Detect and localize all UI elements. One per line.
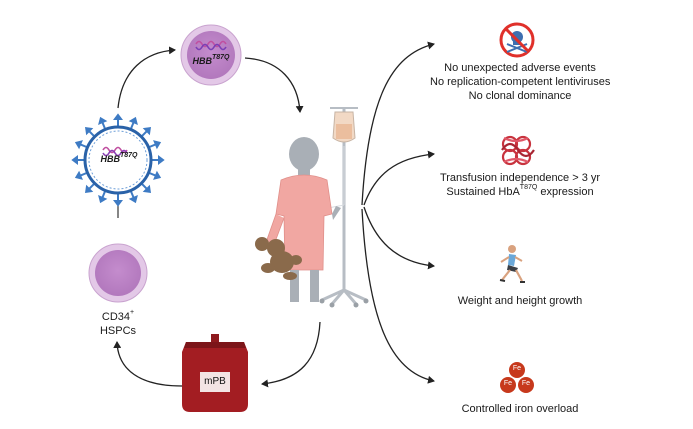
runner-icon bbox=[499, 245, 525, 283]
virus-spike-tip bbox=[142, 184, 151, 193]
transduced-gene-label: HBBT87Q bbox=[192, 54, 230, 66]
vector-gene-label: HBBT87Q bbox=[100, 152, 138, 164]
arrow-to-iron bbox=[361, 208, 435, 384]
blood-bag-icon bbox=[182, 334, 248, 412]
outcome-transfusion-line-2: Sustained HbAT87Q expression bbox=[446, 184, 594, 198]
lentivirus-icon bbox=[71, 113, 165, 207]
hemoglobin-icon bbox=[501, 135, 535, 166]
outcome-safety: No unexpected adverse events No replicat… bbox=[430, 61, 610, 103]
outcome-transfusion: Transfusion independence > 3 yr Sustaine… bbox=[430, 171, 610, 199]
blood-bag-label: mPB bbox=[204, 376, 226, 387]
arrow-patient-to-bag bbox=[261, 321, 321, 388]
virus-spike-tip bbox=[98, 195, 108, 204]
virus-spike-tip bbox=[74, 170, 83, 180]
transduced-cell-icon bbox=[180, 24, 242, 86]
arrow-bag-to-hspc bbox=[113, 341, 183, 387]
iron-icon bbox=[500, 362, 534, 393]
virus-spike-tip bbox=[113, 200, 123, 207]
hspc-label: CD34+ HSPCs bbox=[99, 309, 137, 337]
virus-spike-tip bbox=[74, 140, 83, 150]
virus-spike-tip bbox=[98, 116, 108, 125]
virus-spike-tip bbox=[153, 170, 162, 180]
teddy-bear-icon bbox=[255, 237, 302, 280]
hspc-cell-icon bbox=[88, 243, 148, 303]
virus-spike-tip bbox=[158, 155, 165, 165]
patient-icon bbox=[263, 137, 341, 302]
iron-symbol-3: Fe bbox=[521, 380, 531, 387]
virus-spike-tip bbox=[85, 127, 94, 136]
arrow-to-safety bbox=[361, 41, 435, 206]
iron-symbol-1: Fe bbox=[512, 365, 522, 372]
arrow-to-growth bbox=[363, 206, 435, 270]
outcome-iron: Controlled iron overload bbox=[461, 403, 579, 415]
arrow-to-transfusion bbox=[363, 150, 435, 206]
arrow-transduced-to-patient bbox=[244, 57, 304, 113]
virus-spike-tip bbox=[85, 184, 94, 193]
arrow-virus-to-transduced bbox=[117, 46, 176, 109]
virus-spike-tip bbox=[71, 155, 78, 165]
outcome-transfusion-line-1: Transfusion independence > 3 yr bbox=[439, 172, 601, 184]
virus-spike-tip bbox=[128, 195, 138, 204]
outcome-growth: Weight and height growth bbox=[457, 295, 583, 307]
virus-spike-tip bbox=[153, 140, 162, 150]
outcome-safety-line-3: No clonal dominance bbox=[468, 90, 572, 102]
virus-spike-tip bbox=[128, 116, 138, 125]
virus-spike-tip bbox=[113, 113, 123, 120]
virus-spike-tip bbox=[142, 127, 151, 136]
no-danger-icon bbox=[499, 22, 535, 58]
outcome-safety-line-2: No replication-competent lentiviruses bbox=[430, 76, 611, 88]
iron-symbol-2: Fe bbox=[503, 380, 513, 387]
outcome-safety-line-1: No unexpected adverse events bbox=[444, 62, 596, 74]
